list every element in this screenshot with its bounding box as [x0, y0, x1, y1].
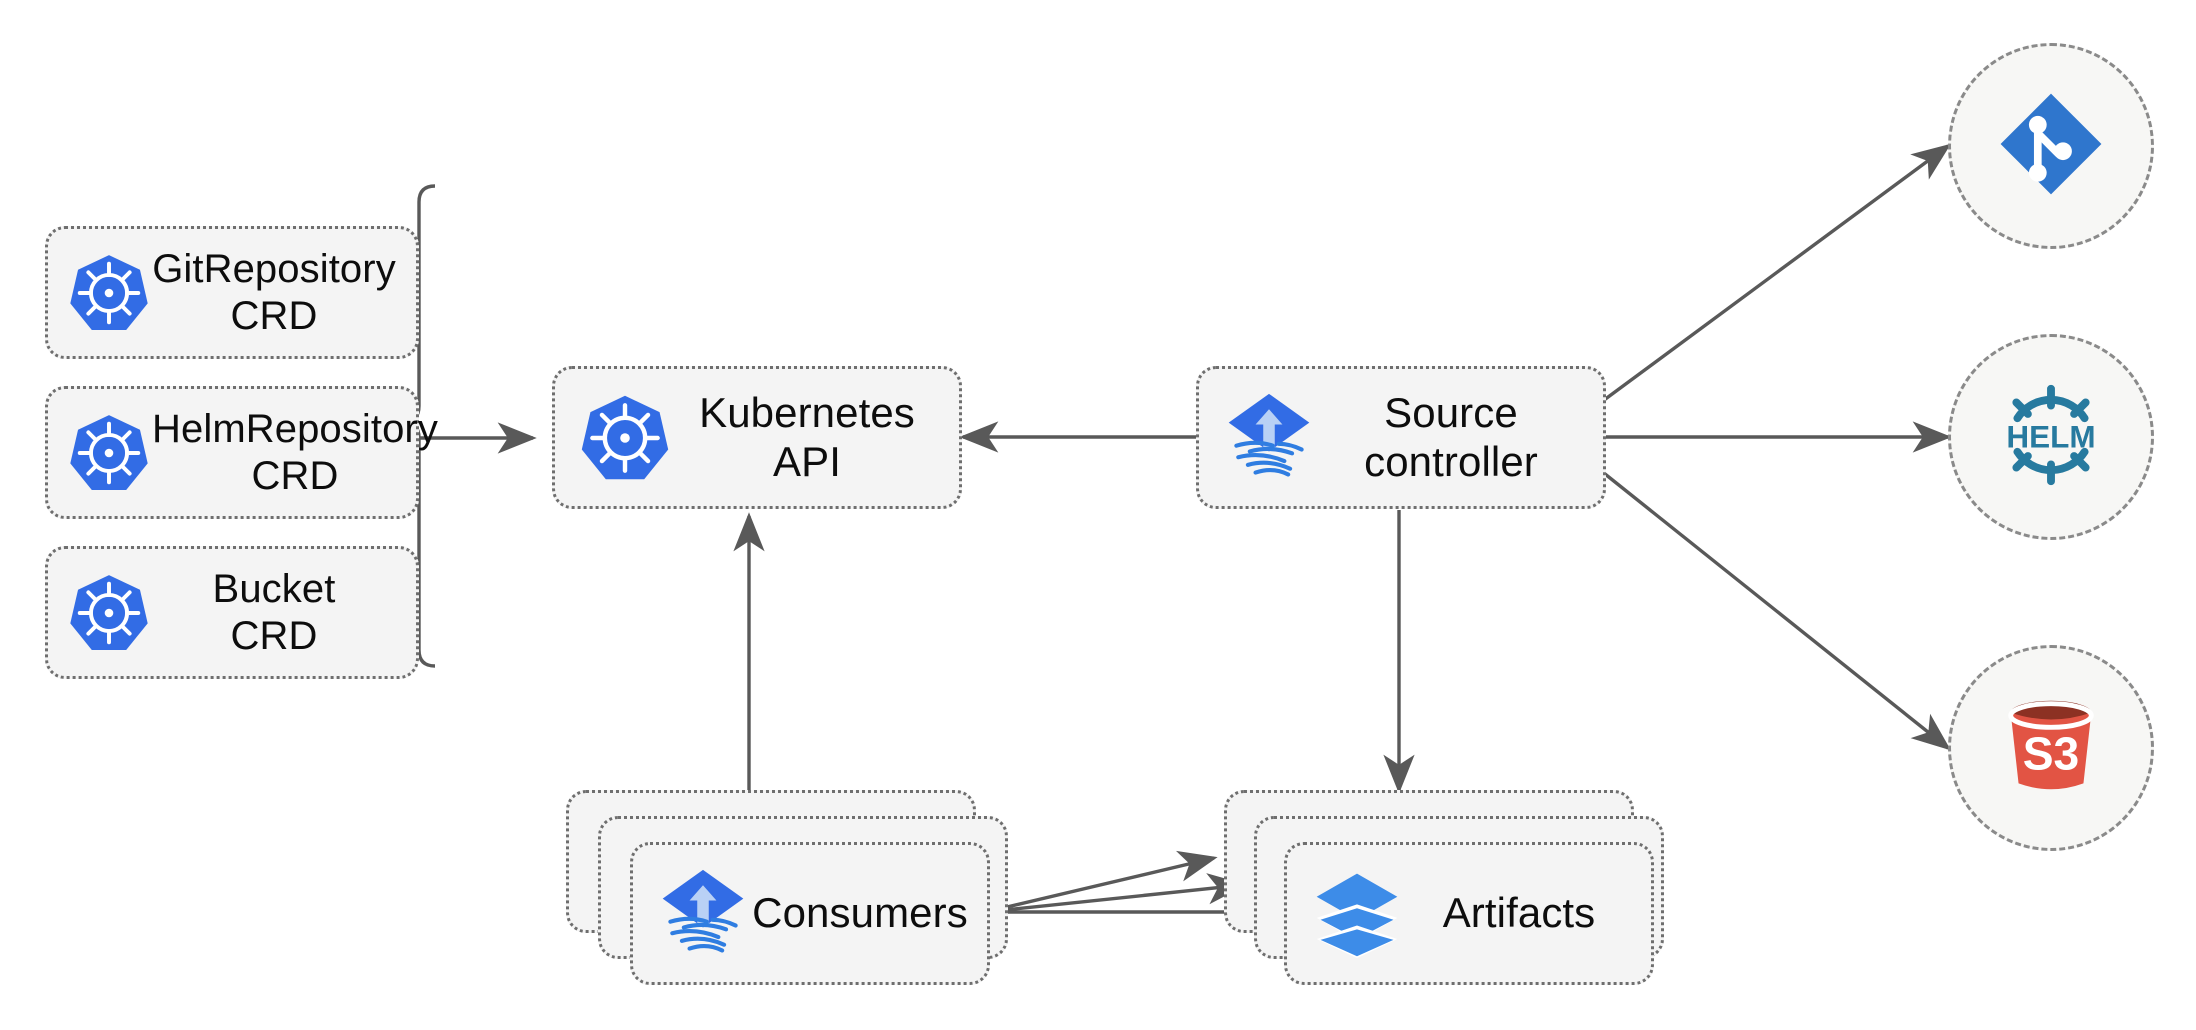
artifacts-label: Artifacts — [1442, 889, 1596, 937]
artifacts-box[interactable]: Artifacts — [1284, 842, 1654, 985]
kubernetes-icon — [66, 250, 152, 336]
crd-box-bucket[interactable]: Bucket CRD — [45, 546, 419, 679]
helm-icon: HELM — [1988, 372, 2114, 503]
git-icon — [1991, 84, 2111, 209]
kubernetes-api-box[interactable]: Kubernetes API — [552, 366, 962, 509]
crd-box-helmrepository[interactable]: HelmRepository CRD — [45, 386, 438, 519]
kubernetes-icon — [66, 410, 152, 496]
edge-consumers-to-artifacts-1 — [985, 850, 1218, 914]
consumers-label: Consumers — [752, 889, 968, 937]
edge-source-to-git — [1598, 143, 1952, 405]
s3-wordmark: S3 — [2023, 727, 2080, 779]
crd-label: Bucket CRD — [212, 567, 336, 658]
flux-icon — [655, 866, 751, 962]
s3-icon: S3 — [1992, 687, 2110, 810]
flux-icon — [1221, 390, 1317, 486]
kubernetes-icon — [577, 390, 673, 486]
edge-source-to-s3 — [1598, 468, 1951, 751]
layers-icon — [1309, 866, 1405, 962]
kubernetes-icon — [66, 570, 152, 656]
crd-box-gitrepository[interactable]: GitRepository CRD — [45, 226, 419, 359]
helm-source-circle[interactable]: HELM — [1948, 334, 2154, 540]
source-controller-label: Source controller — [1364, 388, 1538, 485]
crd-label: HelmRepository CRD — [152, 407, 438, 498]
edge-consumers-to-artifacts-2 — [985, 873, 1247, 914]
consumers-box[interactable]: Consumers — [630, 842, 990, 985]
kubernetes-api-label: Kubernetes API — [699, 388, 915, 485]
source-controller-box[interactable]: Source controller — [1196, 366, 1606, 509]
s3-source-circle[interactable]: S3 — [1948, 645, 2154, 851]
helm-wordmark: HELM — [2006, 418, 2095, 454]
git-source-circle[interactable] — [1948, 43, 2154, 249]
crd-label: GitRepository CRD — [152, 247, 396, 338]
